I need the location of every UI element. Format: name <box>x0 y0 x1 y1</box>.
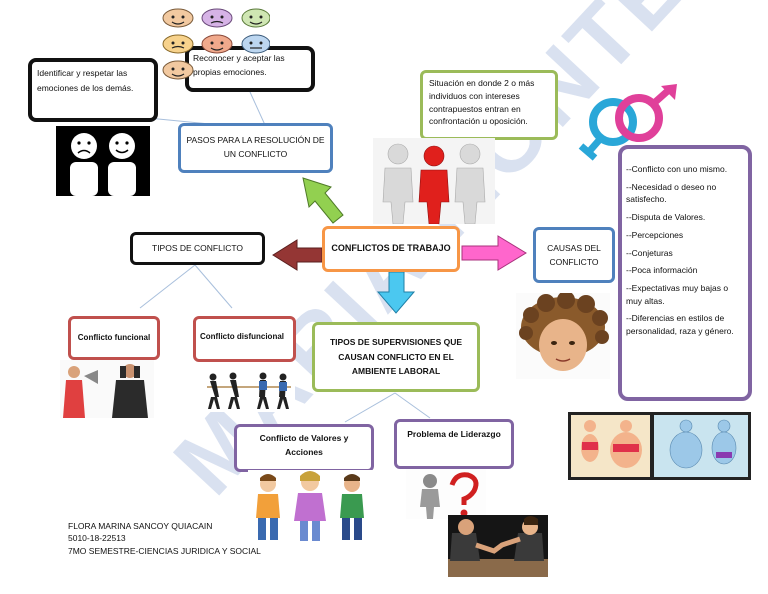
steps-item-left-text: Identificar y respetar las emociones de … <box>37 68 134 94</box>
arm-wrestling-image <box>448 515 548 577</box>
values-box: Conflicto de Valores y Acciones <box>234 424 374 472</box>
mirror-reflection-image <box>568 412 751 480</box>
gender-symbols-icon <box>578 84 677 161</box>
question-mark-figure-image <box>406 469 486 519</box>
arrow-to-causes <box>461 235 527 271</box>
cause-item: --Conjeturas <box>626 247 673 258</box>
steps-title: PASOS PARA LA RESOLUCIÓN DE UN CONFLICTO <box>186 135 325 159</box>
types-title: TIPOS DE CONFLICTO <box>152 243 243 254</box>
causes-box: CAUSAS DEL CONFLICTO <box>533 227 615 283</box>
values-label: Conflicto de Valores y Acciones <box>259 433 349 458</box>
three-figures-image <box>373 138 495 224</box>
causes-list-box: --Conflicto con uno mismo. --Necesidad o… <box>618 145 752 401</box>
connector-types-functional <box>139 264 196 309</box>
emotion-faces-image <box>162 8 270 80</box>
curly-hair-image <box>516 293 610 379</box>
kids-arguing-image <box>248 470 374 544</box>
author-name: FLORA MARINA SANCOY QUIACAIN <box>68 521 213 531</box>
functional-label: Conflicto funcional <box>77 333 151 343</box>
author-id: 5010-18-22513 <box>68 533 126 544</box>
definition-text: Situación en donde 2 o más individuos co… <box>429 78 535 127</box>
leadership-box: Problema de Liderazgo <box>394 419 514 469</box>
central-topic-label: CONFLICTOS DE TRABAJO <box>331 243 451 254</box>
tug-of-war-image <box>203 367 295 412</box>
steps-item-right-text: Reconocer y aceptar las propias emocione… <box>193 53 285 77</box>
cause-item: --Necesidad o deseo no satisfecho. <box>626 181 717 205</box>
author-block: FLORA MARINA SANCOY QUIACAIN 5010-18-225… <box>68 520 261 557</box>
arrow-to-steps <box>302 177 344 224</box>
dysfunctional-box: Conflicto disfuncional <box>193 316 296 362</box>
connector-sup-leadership <box>394 392 431 419</box>
cause-item: --Percepciones <box>626 229 684 240</box>
definition-box: Situación en donde 2 o más individuos co… <box>420 70 558 140</box>
steps-box: PASOS PARA LA RESOLUCIÓN DE UN CONFLICTO <box>178 123 333 173</box>
connector-steps-right <box>249 91 266 126</box>
arrow-to-types <box>272 239 323 271</box>
sad-happy-faces-image <box>56 126 150 196</box>
cause-item: --Expectativas muy bajas o muy altas. <box>626 283 729 306</box>
cause-item: --Poca información <box>626 265 698 276</box>
causes-title: CAUSAS DEL CONFLICTO <box>547 242 601 267</box>
types-box: TIPOS DE CONFLICTO <box>130 232 265 265</box>
leadership-label: Problema de Liderazgo <box>407 429 501 439</box>
face-icon <box>162 8 270 80</box>
megaphone-conflict-image <box>60 360 154 418</box>
dysfunctional-label: Conflicto disfuncional <box>200 332 284 341</box>
functional-box: Conflicto funcional <box>68 316 160 360</box>
cause-item: --Diferencias en estilos de personalidad… <box>626 313 734 336</box>
connector-sup-values <box>344 392 396 423</box>
supervision-box: TIPOS DE SUPERVISIONES QUE CAUSAN CONFLI… <box>312 322 480 392</box>
connector-types-dysfunctional <box>194 264 233 309</box>
arrow-to-supervision <box>376 271 416 314</box>
steps-item-left: Identificar y respetar las emociones de … <box>28 58 158 122</box>
supervision-title: TIPOS DE SUPERVISIONES QUE CAUSAN CONFLI… <box>329 337 463 377</box>
author-course: 7MO SEMESTRE-CIENCIAS JURIDICA Y SOCIAL <box>68 545 261 556</box>
cause-item: --Disputa de Valores. <box>626 211 706 222</box>
cause-item: --Conflicto con uno mismo. <box>626 164 728 174</box>
central-topic: CONFLICTOS DE TRABAJO <box>322 226 460 272</box>
